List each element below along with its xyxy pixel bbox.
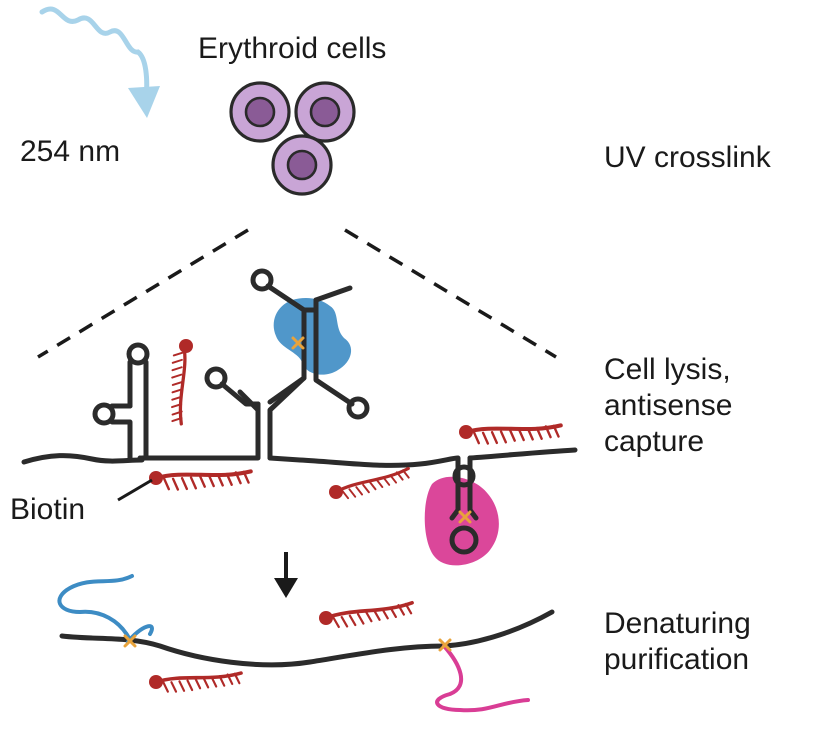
step-denaturing-purification: Denaturing purification — [604, 606, 751, 678]
crosslink-icon — [123, 634, 452, 652]
crosslink-icon — [291, 336, 472, 524]
biotin-label: Biotin — [10, 493, 86, 526]
step-line: Denaturing — [604, 607, 751, 640]
biotin-pointer — [117, 478, 153, 502]
cell-icon — [271, 134, 333, 196]
wavelength-label: 254 nm — [20, 135, 121, 168]
step-line: antisense — [604, 389, 733, 422]
cells-label: Erythroid cells — [198, 32, 387, 65]
blue-protein — [273, 298, 352, 375]
arrow-down-icon — [274, 552, 298, 598]
step-line: Cell lysis, — [604, 353, 731, 386]
cell-icon — [229, 81, 291, 143]
antisense-probes — [149, 339, 564, 504]
released-probes — [149, 599, 416, 696]
cell-icon — [294, 81, 356, 143]
step-line: UV crosslink — [604, 141, 771, 174]
step-line: purification — [604, 643, 750, 676]
uv-wave-icon — [39, 6, 160, 118]
step-uv-crosslink: UV crosslink — [604, 140, 771, 176]
step-line: capture — [604, 425, 705, 458]
erythroid-cells — [229, 81, 356, 196]
rna-structure — [21, 268, 578, 555]
step-lysis-capture: Cell lysis, antisense capture — [604, 352, 732, 460]
zoom-lines — [37, 228, 557, 359]
